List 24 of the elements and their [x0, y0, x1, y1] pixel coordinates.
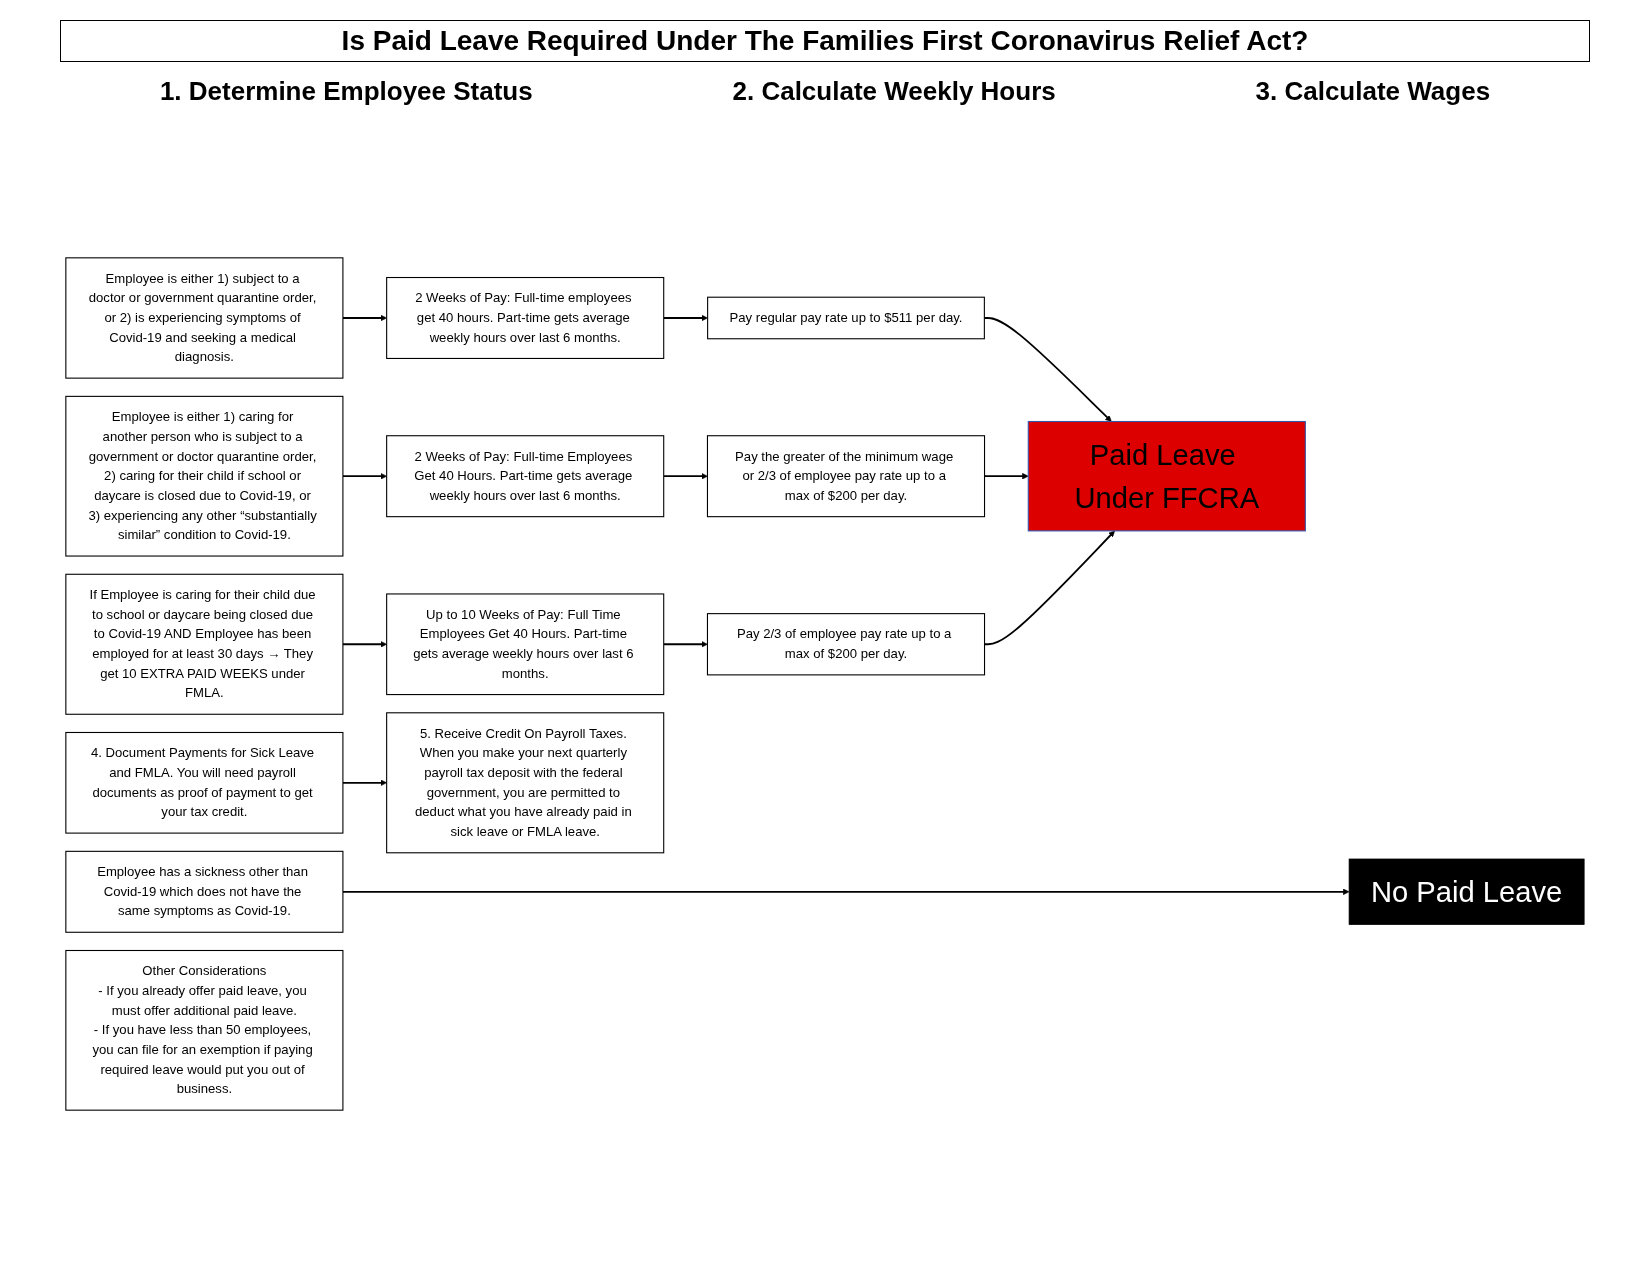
node-box: 4. Document Payments for Sick Leave and FMLA. You will need payroll documents as proof of payment to get your tax credit. — [65, 731, 344, 834]
arrow — [342, 314, 387, 322]
step-heading: 3. Calculate Wages — [1255, 76, 1491, 107]
node-box: Employee is either 1) caring for another person who is subject to a government or doctor quarantine order, 2) caring for their child if school or daycare is closed due to Covid-19, or 3) experiencing any other “substantially similar” condition to Covid-19. — [65, 395, 344, 557]
node-box: Pay the greater of the minimum wage or 2/3 of employee pay rate up to a max of $200 per day. — [706, 435, 986, 518]
node-box: Pay 2/3 of employee pay rate up to a max of $200 per day. — [706, 613, 986, 676]
step-heading: 1. Determine Employee Status — [159, 76, 533, 107]
node-box: Employee has a sickness other than Covid-19 which does not have the same symptoms as Covid-19. — [65, 850, 344, 933]
arrow — [342, 888, 1350, 895]
node-box: Employee is either 1) subject to a doctor or government quarantine order, or 2) is experiencing symptoms of Covid-19 and seeking a medical diagnosis. — [65, 257, 344, 379]
arrow — [342, 779, 387, 786]
title: Is Paid Leave Required Under The Families First Coronavirus Relief Act? — [60, 20, 1590, 62]
node-box: If Employee is caring for their child due to school or daycare being closed due to Covid-19 AND Employee has been employed for at least 30 days → They get 10 EXTRA PAID WEEKS under FMLA. — [65, 573, 344, 715]
node-box: 5. Receive Credit On Payroll Taxes. When you make your next quarterly payroll tax deposit with the federal government, you are permitted to deduct what you have already paid in sick leave or FMLA leave. — [386, 712, 665, 854]
node-box: No Paid Leave — [1348, 858, 1585, 925]
arrow — [342, 473, 387, 480]
node-box: Pay regular pay rate up to $511 per day. — [707, 296, 985, 340]
node-box: 2 Weeks of Pay: Full-time Employees Get 40 Hours. Part-time gets average weekly hours over last 6 months. — [386, 435, 665, 518]
node-box: 2 Weeks of Pay: Full-time employees get 40 hours. Part-time gets average weekly hours over last 6 months. — [386, 276, 665, 359]
node-box: Up to 10 Weeks of Pay: Full Time Employees Get 40 Hours. Part-time gets average weekly hours over last 6 months. — [386, 593, 665, 696]
arrow — [342, 641, 387, 648]
node-box: Paid Leave Under FFCRA — [1027, 420, 1306, 532]
node-box: Other Considerations - If you already offer paid leave, you must offer additional paid leave. - If you have less than 50 employees, you can file for an exemption if paying required leave would put you out of business. — [65, 949, 344, 1111]
step-heading: 2. Calculate Weekly Hours — [732, 76, 1056, 107]
